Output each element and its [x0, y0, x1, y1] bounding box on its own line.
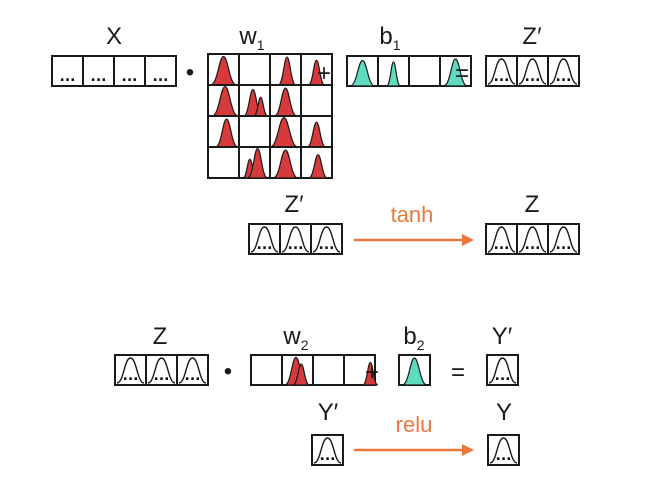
vector-cell: [408, 55, 441, 87]
cell-dots: ...: [153, 69, 169, 85]
w1-label: w1: [238, 23, 264, 53]
activation-curve: [250, 226, 279, 253]
dot-operator-1: •: [186, 59, 194, 86]
cell-dots: ...: [185, 368, 201, 384]
cell-dots: ...: [556, 237, 572, 253]
weight-curve: [306, 121, 327, 148]
matrix-cell: [300, 84, 333, 117]
equals-operator-2: =: [451, 359, 465, 386]
yprime-label-2: Y′: [318, 399, 339, 426]
weight-curve: [308, 154, 328, 179]
yprime-vector-2: ...: [311, 434, 344, 466]
cell-dots: ...: [91, 69, 107, 85]
activation-curve: [518, 226, 547, 253]
zprime-vector-1: .........: [485, 55, 580, 87]
zprime-vector-2: .........: [248, 223, 343, 255]
cell-dots: ...: [496, 448, 512, 464]
b2-label: b2: [403, 323, 424, 353]
activation-curve: [487, 58, 516, 85]
z-label-1: Z: [525, 191, 540, 218]
weight-curve: [211, 85, 239, 117]
z-vector-2: .........: [114, 354, 209, 386]
b1-label: b1: [379, 23, 400, 53]
cell-dots: ...: [525, 237, 541, 253]
cell-dots: ...: [525, 69, 541, 85]
matrix-cell: [238, 53, 271, 86]
cell-dots: ...: [556, 69, 572, 85]
equals-operator-1: =: [455, 60, 469, 87]
cell-dots: ...: [257, 237, 273, 253]
w1-matrix: [207, 53, 333, 179]
z-label-2: Z: [153, 323, 168, 350]
w2-label: w2: [282, 323, 308, 353]
tanh-label: tanh: [391, 202, 434, 227]
weight-curve: [215, 118, 239, 148]
matrix-cell: [207, 146, 240, 179]
weight-curve: [308, 59, 325, 86]
cell-dots: ...: [494, 69, 510, 85]
activation-curve: [549, 58, 578, 85]
x-vector: ............: [51, 55, 177, 87]
vector-cell: [250, 354, 283, 386]
weight-curve: [274, 87, 297, 117]
activation-curve: [549, 226, 578, 253]
weight-curve: [253, 96, 268, 117]
relu-label: relu: [396, 412, 433, 437]
b2-vector: [398, 354, 431, 386]
activation-curve: [489, 437, 518, 464]
weight-curve: [210, 55, 237, 86]
cell-dots: ...: [319, 237, 335, 253]
cell-dots: ...: [122, 69, 138, 85]
weight-curve: [292, 363, 310, 386]
z-vector-1: .........: [485, 223, 580, 255]
activation-curve: [312, 226, 341, 253]
weight-curve: [278, 56, 297, 86]
matrix-cell: [238, 115, 271, 148]
weight-curve: [272, 149, 299, 179]
dot-operator-2: •: [224, 358, 232, 385]
weight-curve: [443, 58, 468, 87]
zprime-label-1: Z′: [522, 23, 542, 50]
activation-curve: [313, 437, 342, 464]
cell-dots: ...: [60, 69, 76, 85]
weight-curve: [247, 147, 268, 179]
weight-curve: [349, 59, 376, 87]
weight-curve: [401, 357, 428, 386]
x-label: X: [106, 23, 122, 50]
vector-cell: [144, 55, 177, 87]
cell-dots: ...: [494, 237, 510, 253]
cell-dots: ...: [495, 368, 511, 384]
w2-vector: [250, 354, 379, 386]
vector-cell: [113, 55, 146, 87]
activation-curve: [488, 357, 517, 384]
activation-curve: [147, 357, 176, 384]
activation-curve: [281, 226, 310, 253]
cell-dots: ...: [320, 448, 336, 464]
weight-curve: [386, 61, 401, 87]
yprime-vector-1: ...: [486, 354, 519, 386]
vector-cell: [82, 55, 115, 87]
activation-curve: [178, 357, 207, 384]
y-vector: ...: [487, 434, 520, 466]
plus-operator-1: +: [317, 60, 331, 87]
weight-curve: [362, 361, 379, 386]
cell-dots: ...: [123, 368, 139, 384]
activation-curve: [487, 226, 516, 253]
vector-cell: [312, 354, 345, 386]
cell-dots: ...: [154, 368, 170, 384]
weight-curve: [269, 116, 299, 148]
b1-vector: [346, 55, 472, 87]
yprime-label-1: Y′: [492, 323, 513, 350]
activation-curve: [116, 357, 145, 384]
cell-dots: ...: [288, 237, 304, 253]
activation-curve: [518, 58, 547, 85]
vector-cell: [51, 55, 84, 87]
y-label: Y: [496, 399, 512, 426]
zprime-label-2: Z′: [284, 191, 304, 218]
plus-operator-2: +: [365, 359, 379, 386]
